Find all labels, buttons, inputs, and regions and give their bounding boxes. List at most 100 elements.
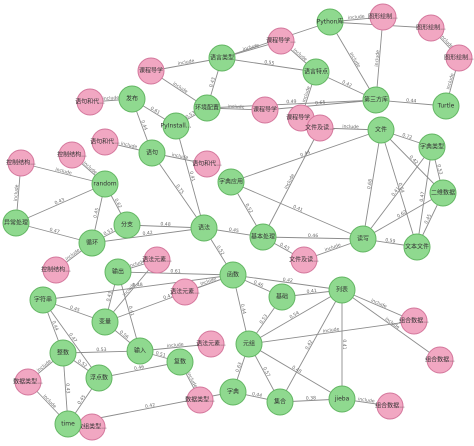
node-circle[interactable] xyxy=(266,388,294,416)
node-jieba[interactable]: jieba xyxy=(328,385,356,413)
node-circle[interactable] xyxy=(193,94,221,122)
node-circle[interactable] xyxy=(376,392,404,420)
node-circle[interactable] xyxy=(432,92,460,120)
node-kecheng3[interactable]: 课程导学 xyxy=(251,96,279,124)
node-circle[interactable] xyxy=(219,261,247,289)
node-circle[interactable] xyxy=(2,209,30,237)
node-yufa1[interactable]: 语法元素... xyxy=(170,278,200,306)
node-circle[interactable] xyxy=(58,141,86,169)
node-circle[interactable] xyxy=(267,27,295,55)
node-circle[interactable] xyxy=(417,14,445,42)
node-circle[interactable] xyxy=(186,386,214,414)
node-yufa2[interactable]: 语法元素... xyxy=(142,246,172,274)
node-circle[interactable] xyxy=(328,385,356,413)
node-circle[interactable] xyxy=(42,256,70,284)
node-shuchu[interactable]: 输出 xyxy=(104,258,132,286)
node-zifuchuan[interactable]: 字符串 xyxy=(29,286,57,314)
node-circle[interactable] xyxy=(426,346,454,374)
node-circle[interactable] xyxy=(208,44,236,72)
node-xunhuan[interactable]: 循环 xyxy=(78,229,106,257)
node-circle[interactable] xyxy=(193,150,221,178)
node-pyinstall[interactable]: PyInstall... xyxy=(161,112,192,140)
node-circle[interactable] xyxy=(143,246,171,274)
node-hanshu[interactable]: 函数 xyxy=(219,261,247,289)
node-zuhe_p[interactable]: 组合数据... xyxy=(399,307,429,335)
node-zidian_yy[interactable]: 字典应用 xyxy=(217,168,245,196)
node-yuju_g[interactable]: 语句 xyxy=(138,139,166,167)
node-random[interactable]: random xyxy=(91,170,119,198)
node-yichang[interactable]: 异常处理 xyxy=(2,209,30,237)
node-circle[interactable] xyxy=(7,149,35,177)
node-circle[interactable] xyxy=(166,348,194,376)
node-yuyan_tedian[interactable]: 语言特点 xyxy=(302,58,330,86)
node-circle[interactable] xyxy=(49,339,77,367)
node-shuzi3[interactable]: 数组类型... xyxy=(77,413,107,441)
node-zidian[interactable]: 字典 xyxy=(219,378,247,406)
node-jisuan[interactable]: 基础 xyxy=(268,283,296,311)
node-zhengshu[interactable]: 整数 xyxy=(49,339,77,367)
node-circle[interactable] xyxy=(29,286,57,314)
node-circle[interactable] xyxy=(403,233,431,261)
node-shuzi1[interactable]: 数据类型... xyxy=(13,368,43,396)
node-kecheng1[interactable]: 课程导学... xyxy=(266,27,296,55)
node-circle[interactable] xyxy=(290,246,318,274)
node-circle[interactable] xyxy=(251,96,279,124)
node-yuhan[interactable]: 语法 xyxy=(190,214,218,242)
node-circle[interactable] xyxy=(137,57,165,85)
node-circle[interactable] xyxy=(217,168,245,196)
node-circle[interactable] xyxy=(54,410,82,438)
node-circle[interactable] xyxy=(113,211,141,239)
node-tuxing3[interactable]: 图形绘制... xyxy=(444,44,474,72)
node-circle[interactable] xyxy=(91,128,119,156)
node-fabu[interactable]: 发布 xyxy=(118,85,146,113)
node-circle[interactable] xyxy=(91,308,119,336)
node-zuhe2[interactable]: 组合数据... xyxy=(425,346,455,374)
node-tuxing2[interactable]: 图形绘制... xyxy=(416,14,446,42)
node-circle[interactable] xyxy=(85,364,113,392)
node-circle[interactable] xyxy=(219,378,247,406)
node-yuju2[interactable]: 语句和代... xyxy=(90,128,120,156)
node-circle[interactable] xyxy=(76,88,104,116)
node-circle[interactable] xyxy=(118,85,146,113)
node-fudian[interactable]: 浮点数 xyxy=(85,364,113,392)
node-circle[interactable] xyxy=(400,307,428,335)
node-wenjian_g[interactable]: 文件 xyxy=(367,116,395,144)
node-zuhe3[interactable]: 组合数据... xyxy=(375,392,405,420)
node-circle[interactable] xyxy=(171,278,199,306)
node-circle[interactable] xyxy=(91,170,119,198)
node-huanjing[interactable]: 环境配置 xyxy=(193,94,221,122)
node-circle[interactable] xyxy=(445,44,473,72)
node-circle[interactable] xyxy=(362,86,390,114)
node-turtle[interactable]: Turtle xyxy=(432,92,460,120)
node-circle[interactable] xyxy=(316,8,344,36)
node-circle[interactable] xyxy=(349,225,377,253)
node-kongzhi2[interactable]: 控制结构... xyxy=(57,141,87,169)
node-duxie[interactable]: 读写 xyxy=(349,225,377,253)
node-yuju1[interactable]: 语句和代... xyxy=(75,88,105,116)
node-circle[interactable] xyxy=(369,3,397,31)
node-circle[interactable] xyxy=(249,223,277,251)
node-circle[interactable] xyxy=(190,214,218,242)
node-circle[interactable] xyxy=(78,229,106,257)
node-yuju3[interactable]: 语句和代... xyxy=(192,150,222,178)
node-jihe[interactable]: 集合 xyxy=(266,388,294,416)
node-circle[interactable] xyxy=(197,330,225,358)
node-circle[interactable] xyxy=(235,330,263,358)
node-tuxing1[interactable]: 图形绘制... xyxy=(368,3,398,31)
node-shuzi2[interactable]: 数据类型... xyxy=(185,386,215,414)
node-circle[interactable] xyxy=(367,116,395,144)
node-yuyan_leixing[interactable]: 语言类型 xyxy=(208,44,236,72)
node-circle[interactable] xyxy=(14,368,42,396)
node-zidian_lx[interactable]: 字典类型 xyxy=(418,133,446,161)
node-circle[interactable] xyxy=(104,258,132,286)
node-circle[interactable] xyxy=(328,276,356,304)
node-wenjian_p2[interactable]: 文件及读... xyxy=(289,246,319,274)
node-fenzhi[interactable]: 分支 xyxy=(113,211,141,239)
node-erwei[interactable]: 二维数据 xyxy=(429,179,457,207)
node-wenjian_p[interactable]: 文件及读... xyxy=(305,114,335,142)
node-yuanzu[interactable]: 元组 xyxy=(235,330,263,358)
node-bianliang[interactable]: 变量 xyxy=(91,308,119,336)
node-disanfang[interactable]: 第三方库 xyxy=(362,86,390,114)
node-circle[interactable] xyxy=(429,179,457,207)
